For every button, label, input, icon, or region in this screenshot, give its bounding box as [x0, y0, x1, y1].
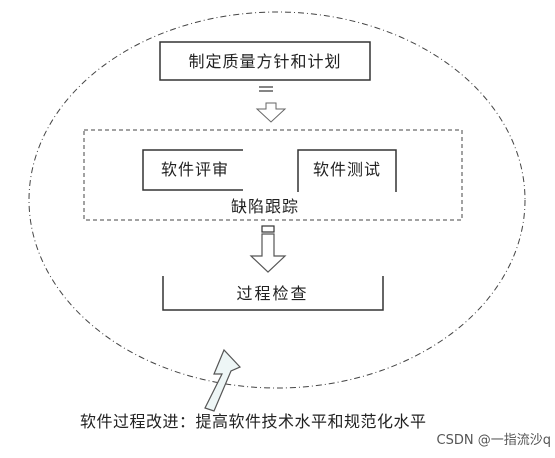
tracking-container — [83, 129, 463, 221]
plan-connector — [259, 86, 273, 92]
outer-ellipse — [28, 11, 526, 389]
watermark: CSDN @一指流沙q — [436, 433, 551, 448]
review-box — [142, 149, 243, 191]
test-box — [297, 149, 397, 192]
test-label: 软件测试 — [312, 160, 381, 179]
plan-box — [159, 41, 371, 81]
review-label: 软件评审 — [160, 160, 229, 179]
arrow-down-small-icon — [255, 102, 287, 123]
check-label: 过程检查 — [236, 284, 309, 303]
arrow-down-large-icon — [249, 225, 287, 273]
diagram-caption: 软件过程改进：提高软件技术水平和规范化水平 — [80, 412, 427, 431]
plan-label: 制定质量方针和计划 — [188, 52, 342, 71]
tracking-label: 缺陷跟踪 — [230, 197, 299, 216]
arrow-up-icon — [204, 348, 242, 412]
check-box — [162, 276, 384, 311]
